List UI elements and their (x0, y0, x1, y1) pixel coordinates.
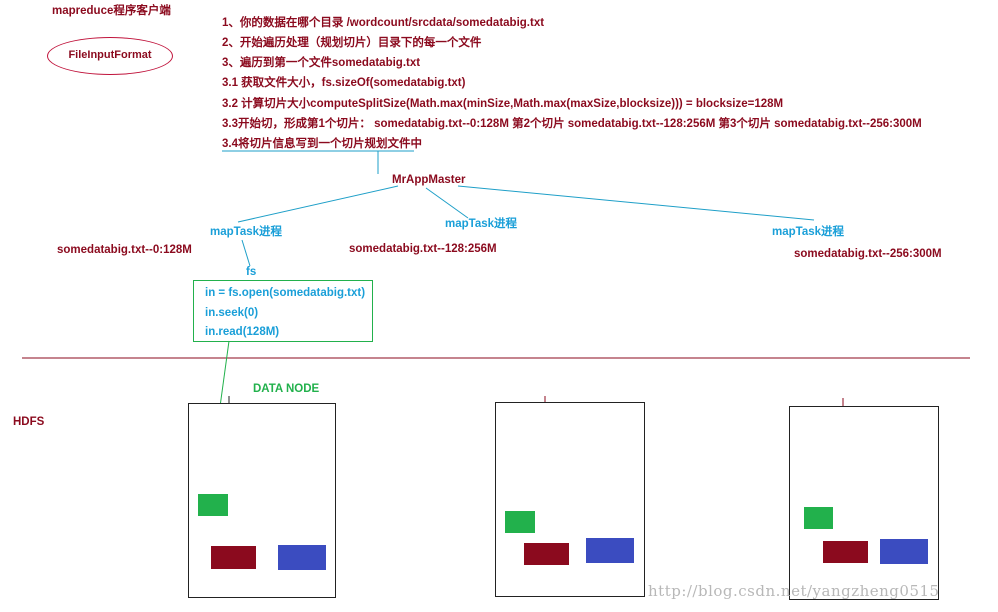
maptask-3-label: mapTask进程 (772, 226, 845, 238)
datanode-label: DATA NODE (253, 383, 320, 395)
file-input-format-ellipse: FileInputFormat (47, 37, 173, 75)
fs-read-line: in.read(128M) (205, 326, 280, 338)
datanode-1 (188, 403, 336, 598)
datanode-3-green-block (804, 507, 833, 529)
maptask-2-label: mapTask进程 (445, 218, 518, 230)
split-2-label: somedatabig.txt--128:256M (349, 243, 497, 255)
datanode-3-blue-block (880, 539, 928, 564)
master-to-task1-line (237, 185, 399, 223)
fs-code-box: in = fs.open(somedatabig.txt) in.seek(0)… (193, 280, 373, 342)
fs-label: fs (246, 266, 257, 278)
datanode-2 (495, 402, 645, 597)
task1-to-fs-line (241, 239, 251, 267)
maptask-1-label: mapTask进程 (210, 226, 283, 238)
mrappmaster-label: MrAppMaster (392, 174, 466, 186)
step-2: 2、开始遍历处理（规划切片）目录下的每一个文件 (222, 37, 482, 49)
watermark: http://blog.csdn.net/yangzheng0515 (648, 582, 940, 600)
datanode-3 (789, 406, 939, 600)
fs-open-line: in = fs.open(somedatabig.txt) (205, 287, 366, 299)
datanode-2-blue-block (586, 538, 634, 563)
step-3: 3、遍历到第一个文件somedatabig.txt (222, 57, 421, 69)
step-3-1: 3.1 获取文件大小，fs.sizeOf(somedatabig.txt) (222, 77, 466, 89)
step-3-3: 3.3开始切，形成第1个切片： somedatabig.txt--0:128M … (222, 118, 922, 130)
file-input-format-label: FileInputFormat (68, 49, 152, 61)
datanode-1-blue-block (278, 545, 326, 570)
split-3-label: somedatabig.txt--256:300M (794, 248, 942, 260)
master-to-task2-line (425, 187, 469, 219)
split-1-label: somedatabig.txt--0:128M (57, 244, 192, 256)
step-3-4: 3.4将切片信息写到一个切片规划文件中 (222, 138, 422, 150)
master-to-task3-line (457, 185, 815, 221)
step-3-2: 3.2 计算切片大小computeSplitSize(Math.max(minS… (222, 98, 784, 110)
datanode-2-red-block (524, 543, 569, 565)
hdfs-label: HDFS (13, 416, 45, 428)
step-1: 1、你的数据在哪个目录 /wordcount/srcdata/somedatab… (222, 17, 545, 29)
fs-seek-line: in.seek(0) (205, 307, 259, 319)
datanode-1-red-block (211, 546, 256, 569)
datanode-3-red-block (823, 541, 868, 563)
datanode-1-green-block (198, 494, 228, 516)
client-title: mapreduce程序客户端 (52, 5, 171, 17)
datanode-2-green-block (505, 511, 535, 533)
